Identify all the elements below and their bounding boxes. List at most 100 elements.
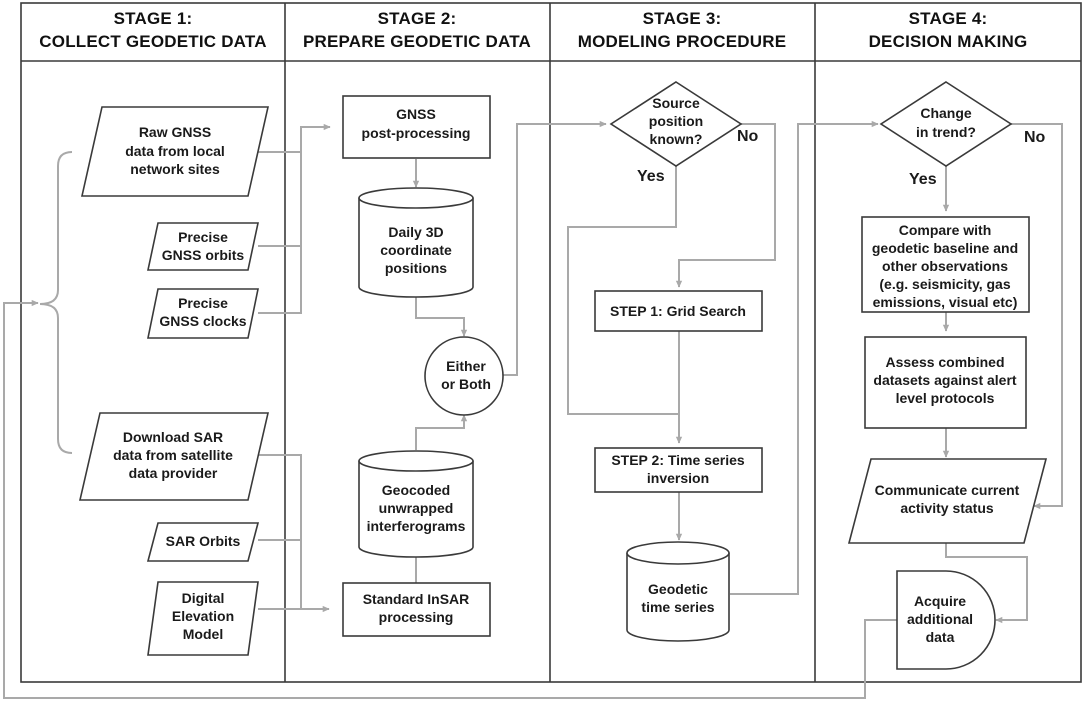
- svg-text:positions: positions: [385, 260, 447, 276]
- source-position-known-decision: Source position known?: [609, 81, 743, 167]
- communicate-status-node: Communicate current activity status: [847, 458, 1048, 544]
- svg-text:Assess combined: Assess combined: [885, 354, 1004, 370]
- svg-text:network sites: network sites: [130, 161, 220, 177]
- svg-text:data: data: [926, 629, 955, 645]
- acquire-additional-data-node: Acquire additional data: [896, 570, 996, 670]
- svg-text:STAGE 2:: STAGE 2:: [378, 9, 457, 28]
- svg-text:position: position: [649, 113, 703, 129]
- svg-text:data provider: data provider: [129, 465, 218, 481]
- svg-text:in trend?: in trend?: [916, 124, 976, 140]
- precise-gnss-clocks-node: Precise GNSS clocks: [147, 288, 259, 339]
- svg-text:STAGE 3:: STAGE 3:: [643, 9, 722, 28]
- step2-time-series-inversion-node: STEP 2: Time series inversion: [594, 447, 763, 493]
- edge-sar-to-insar: [248, 454, 330, 613]
- connectors: [3, 120, 1063, 699]
- svg-text:MODELING PROCEDURE: MODELING PROCEDURE: [578, 32, 787, 51]
- svg-text:emissions, visual etc): emissions, visual etc): [873, 294, 1018, 310]
- edge-source-yes-to-step2: [567, 166, 683, 444]
- stage-frame: [20, 2, 1082, 683]
- svg-text:Precise: Precise: [178, 295, 228, 311]
- edge-change-no-to-communicate: [1011, 123, 1063, 510]
- svg-text:geodetic baseline and: geodetic baseline and: [872, 240, 1018, 256]
- svg-text:Model: Model: [183, 626, 223, 642]
- left-brace: [39, 151, 73, 454]
- svg-text:known?: known?: [650, 131, 703, 147]
- stage-4-header: STAGE 4: DECISION MAKING: [869, 9, 1028, 51]
- geodetic-time-series-node: Geodetic time series: [626, 541, 730, 642]
- svg-text:Download SAR: Download SAR: [123, 429, 223, 445]
- svg-text:Change: Change: [920, 105, 972, 121]
- assess-alert-level-node: Assess combined datasets against alert l…: [864, 336, 1027, 429]
- download-sar-data-node: Download SAR data from satellite data pr…: [78, 412, 270, 501]
- edge-clocks-to-post: [258, 246, 302, 314]
- edge-source-no-to-step1: [675, 123, 776, 288]
- svg-text:datasets against alert: datasets against alert: [873, 372, 1017, 388]
- gnss-post-processing-node: GNSS post-processing: [342, 95, 491, 159]
- svg-text:Compare with: Compare with: [899, 222, 992, 238]
- source-no-label: No: [737, 128, 759, 145]
- svg-text:Daily 3D: Daily 3D: [388, 224, 443, 240]
- svg-text:Elevation: Elevation: [172, 608, 234, 624]
- edge-communicate-to-acquire: [945, 543, 1028, 624]
- svg-text:Raw GNSS: Raw GNSS: [139, 124, 211, 140]
- edge-geocoded-to-either: [415, 414, 468, 450]
- compare-baseline-node: Compare with geodetic baseline and other…: [861, 216, 1030, 313]
- svg-text:STEP 1: Grid Search: STEP 1: Grid Search: [610, 303, 746, 319]
- svg-text:level protocols: level protocols: [896, 390, 995, 406]
- raw-gnss-data-node: Raw GNSS data from local network sites: [81, 106, 269, 197]
- svg-text:additional: additional: [907, 611, 973, 627]
- svg-text:Acquire: Acquire: [914, 593, 966, 609]
- geocoded-interferograms-node: Geocoded unwrapped interferograms: [358, 450, 474, 558]
- svg-text:other observations: other observations: [882, 258, 1008, 274]
- svg-text:Digital: Digital: [182, 590, 225, 606]
- either-or-both-node: Either or Both: [424, 336, 504, 416]
- precise-gnss-orbits-node: Precise GNSS orbits: [147, 222, 259, 271]
- svg-text:time series: time series: [641, 599, 714, 615]
- edge-timeseries-to-change: [730, 120, 879, 595]
- svg-text:post-processing: post-processing: [362, 125, 471, 141]
- stage-1-header: STAGE 1: COLLECT GEODETIC DATA: [39, 9, 266, 51]
- svg-text:data from satellite: data from satellite: [113, 447, 233, 463]
- edge-acquire-to-brace: [3, 299, 897, 699]
- trend-no-label: No: [1024, 129, 1046, 146]
- svg-text:coordinate: coordinate: [380, 242, 452, 258]
- svg-text:COLLECT GEODETIC DATA: COLLECT GEODETIC DATA: [39, 32, 266, 51]
- source-yes-label: Yes: [637, 168, 665, 185]
- stage-3-header: STAGE 3: MODELING PROCEDURE: [578, 9, 787, 51]
- svg-text:activity status: activity status: [900, 500, 994, 516]
- daily-3d-positions-node: Daily 3D coordinate positions: [358, 187, 474, 298]
- sar-orbits-node: SAR Orbits: [146, 522, 260, 562]
- svg-text:SAR Orbits: SAR Orbits: [166, 533, 241, 549]
- svg-text:Standard InSAR: Standard InSAR: [363, 591, 470, 607]
- svg-text:interferograms: interferograms: [367, 518, 466, 534]
- svg-text:GNSS: GNSS: [396, 106, 436, 122]
- svg-text:processing: processing: [379, 609, 454, 625]
- svg-text:inversion: inversion: [647, 470, 709, 486]
- trend-yes-label: Yes: [909, 171, 937, 188]
- svg-text:(e.g. seismicity, gas: (e.g. seismicity, gas: [879, 276, 1010, 292]
- svg-text:STAGE 1:: STAGE 1:: [114, 9, 193, 28]
- svg-text:Precise: Precise: [178, 229, 228, 245]
- digital-elevation-model-node: Digital Elevation Model: [147, 581, 259, 656]
- svg-text:Source: Source: [652, 95, 700, 111]
- svg-text:GNSS clocks: GNSS clocks: [159, 313, 246, 329]
- svg-text:GNSS orbits: GNSS orbits: [162, 247, 245, 263]
- svg-text:PREPARE GEODETIC DATA: PREPARE GEODETIC DATA: [303, 32, 531, 51]
- svg-text:data from local: data from local: [125, 143, 225, 159]
- svg-text:Geocoded: Geocoded: [382, 482, 450, 498]
- svg-text:unwrapped: unwrapped: [379, 500, 454, 516]
- stage-2-header: STAGE 2: PREPARE GEODETIC DATA: [303, 9, 531, 51]
- edge-either-to-source: [503, 120, 607, 376]
- svg-text:STAGE 4:: STAGE 4:: [909, 9, 988, 28]
- svg-text:Either: Either: [446, 358, 486, 374]
- change-in-trend-decision: Change in trend?: [879, 81, 1013, 167]
- edge-raw-gnss-to-post: [248, 123, 331, 153]
- svg-text:STEP 2: Time series: STEP 2: Time series: [611, 452, 745, 468]
- svg-text:or Both: or Both: [441, 376, 491, 392]
- svg-text:Geodetic: Geodetic: [648, 581, 708, 597]
- svg-text:DECISION MAKING: DECISION MAKING: [869, 32, 1028, 51]
- standard-insar-processing-node: Standard InSAR processing: [342, 582, 491, 637]
- step1-grid-search-node: STEP 1: Grid Search: [594, 290, 763, 332]
- edge-daily3d-to-either: [415, 295, 468, 337]
- svg-text:Communicate current: Communicate current: [875, 482, 1020, 498]
